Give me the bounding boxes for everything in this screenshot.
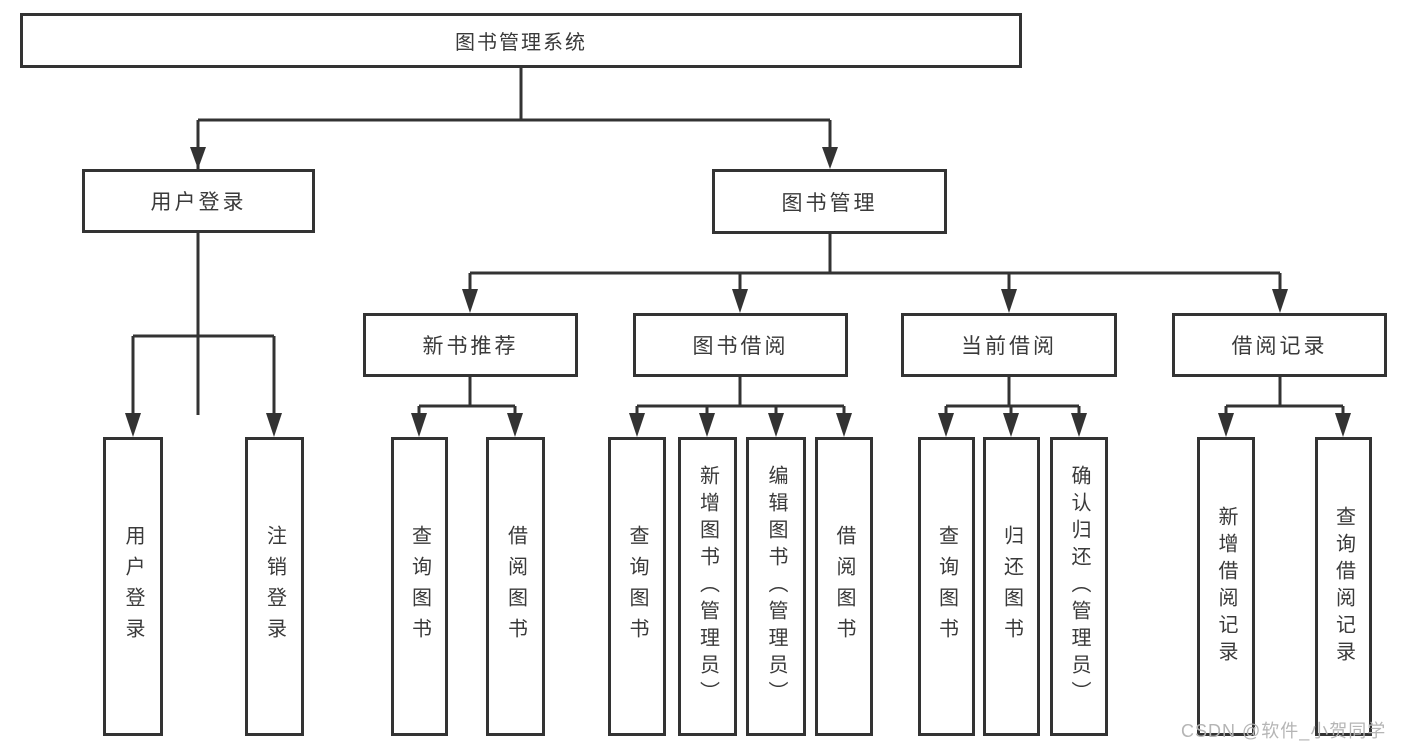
leaf-query-books-newbook: 查询图书 (391, 437, 448, 736)
node-current-borrow: 当前借阅 (901, 313, 1117, 377)
connector-root-to-level2 (190, 68, 838, 415)
node-label: 当前借阅 (961, 335, 1057, 358)
leaf-label: 新增借阅记录 (1215, 505, 1237, 668)
node-book-management: 图书管理 (712, 169, 947, 234)
leaf-label: 查询图书 (408, 524, 431, 649)
connector-book-borrow-to-leaves (629, 377, 852, 437)
node-label: 借阅记录 (1231, 335, 1328, 358)
node-label: 图书管理 (781, 191, 878, 215)
leaf-label: 查询图书 (626, 524, 648, 649)
connector-current-borrow-to-leaves (938, 377, 1087, 437)
leaf-add-borrow-record: 新增借阅记录 (1197, 437, 1255, 736)
node-library-management-system: 图书管理系统 (20, 13, 1022, 68)
node-label: 图书管理系统 (455, 32, 587, 54)
leaf-label: 注销登录 (263, 524, 286, 649)
leaf-user-login: 用户登录 (103, 437, 163, 736)
leaf-label: 借阅图书 (504, 524, 527, 649)
node-user-login: 用户登录 (82, 169, 315, 233)
node-label: 用户登录 (150, 191, 247, 214)
connector-user-login-to-leaves (125, 233, 282, 437)
leaf-label: 查询图书 (935, 524, 958, 649)
connector-borrow-records-to-leaves (1218, 377, 1351, 437)
leaf-logout: 注销登录 (245, 437, 304, 736)
node-new-book-recommend: 新书推荐 (363, 313, 578, 377)
connector-book-mgmt-to-level3 (462, 234, 1288, 313)
leaf-query-books-current: 查询图书 (918, 437, 975, 736)
leaf-label: 确认归还（管理员） (1068, 465, 1090, 708)
leaf-label: 编辑图书（管理员） (765, 465, 787, 708)
leaf-label: 归还图书 (1000, 524, 1023, 649)
node-label: 图书借阅 (692, 335, 789, 358)
leaf-query-books-borrow: 查询图书 (608, 437, 666, 736)
leaf-add-book-admin: 新增图书（管理员） (678, 437, 737, 736)
leaf-borrow-books-borrow: 借阅图书 (815, 437, 873, 736)
leaf-edit-book-admin: 编辑图书（管理员） (746, 437, 806, 736)
leaf-query-borrow-record: 查询借阅记录 (1315, 437, 1372, 736)
node-borrow-records: 借阅记录 (1172, 313, 1387, 377)
leaf-return-book: 归还图书 (983, 437, 1040, 736)
leaf-borrow-books-newbook: 借阅图书 (486, 437, 545, 736)
leaf-confirm-return-admin: 确认归还（管理员） (1050, 437, 1108, 736)
leaf-label: 用户登录 (122, 524, 144, 649)
leaf-label: 新增图书（管理员） (696, 465, 719, 708)
leaf-label: 借阅图书 (833, 524, 855, 649)
node-label: 新书推荐 (422, 335, 519, 358)
csdn-watermark: CSDN @软件_小贺同学 (1181, 721, 1387, 741)
leaf-label: 查询借阅记录 (1332, 505, 1355, 668)
node-book-borrow: 图书借阅 (633, 313, 848, 377)
connector-new-book-to-leaves (411, 377, 523, 437)
